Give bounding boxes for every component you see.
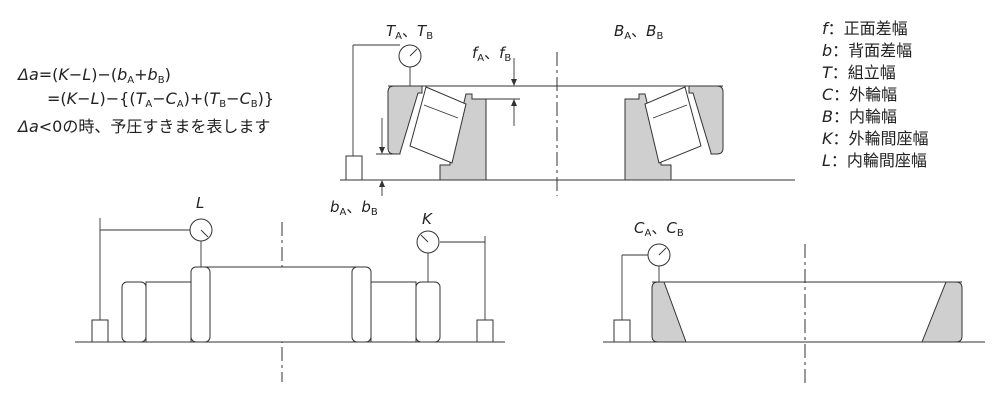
- roller-left-mark: [423, 104, 459, 119]
- formula-block: Δa=(K−L)−(bA+bB) =(K−L)−{(TA−CA)+(TB−CB)…: [16, 65, 274, 136]
- legend-item: b：背面差幅: [822, 41, 912, 60]
- gauge-base: [345, 155, 363, 181]
- gauge-base: [613, 319, 631, 343]
- outer-ring-section-left: [651, 281, 687, 343]
- outer-ring-right: [688, 85, 724, 155]
- roller-right-mark: [652, 104, 688, 119]
- legend-item: K：外輪間座幅: [822, 129, 929, 148]
- roller-right: [644, 86, 702, 164]
- ring-right-outer: [415, 281, 441, 343]
- label-fa-fb: fA、fB: [472, 44, 511, 64]
- ring-left-outer: [121, 281, 147, 343]
- label-k: K: [422, 210, 433, 228]
- arrow-icon: [511, 99, 517, 106]
- top-bearing-assembly: TA、TB fA、fB BA、BB bA、bB: [330, 22, 795, 218]
- label-ba-bb-capital: BA、BB: [614, 22, 663, 42]
- legend: f：正面差幅 b：背面差幅 T：組立幅 C：外輪幅 B：内輪幅 K：外輪間座幅 …: [822, 19, 929, 170]
- gauge-base: [476, 319, 494, 343]
- dial-needle: [409, 48, 418, 57]
- label-ta-tb: TA、TB: [386, 22, 433, 42]
- spacer-left-link: [145, 281, 192, 343]
- legend-item: f：正面差幅: [822, 19, 908, 38]
- legend-item: C：外輪幅: [822, 85, 897, 104]
- arrow-icon: [511, 79, 517, 86]
- legend-item: B：内輪幅: [822, 107, 897, 126]
- label-l: L: [196, 194, 204, 212]
- legend-item: T：組立幅: [822, 63, 896, 82]
- outer-ring-left: [387, 85, 423, 155]
- gauge-base: [91, 319, 109, 343]
- outer-ring-assembly: CA、CB: [603, 219, 985, 384]
- inner-spacer-body: [204, 266, 366, 343]
- dial-needle: [420, 234, 429, 243]
- outer-ring-section-right: [921, 281, 963, 343]
- dial-needle: [200, 229, 209, 238]
- dial-needle: [658, 247, 667, 256]
- spacer-assembly: L K: [75, 194, 505, 382]
- roller-left: [409, 86, 467, 164]
- ring-left-inner: [190, 266, 211, 343]
- label-ca-cb: CA、CB: [634, 219, 684, 239]
- ring-right-inner: [351, 266, 372, 343]
- formula-line-2: =(K−L)−{(TA−CA)+(TB−CB)}: [47, 89, 274, 110]
- arrow-icon: [379, 180, 385, 187]
- label-ba-bb: bA、bB: [330, 198, 378, 218]
- formula-line-3: Δa<0の時、予圧すきまを表します: [16, 117, 270, 136]
- arrow-icon: [379, 147, 385, 154]
- outer-spacer-body: [370, 281, 417, 343]
- legend-item: L：内輪間座幅: [822, 151, 927, 170]
- formula-line-1: Δa=(K−L)−(bA+bB): [16, 65, 171, 86]
